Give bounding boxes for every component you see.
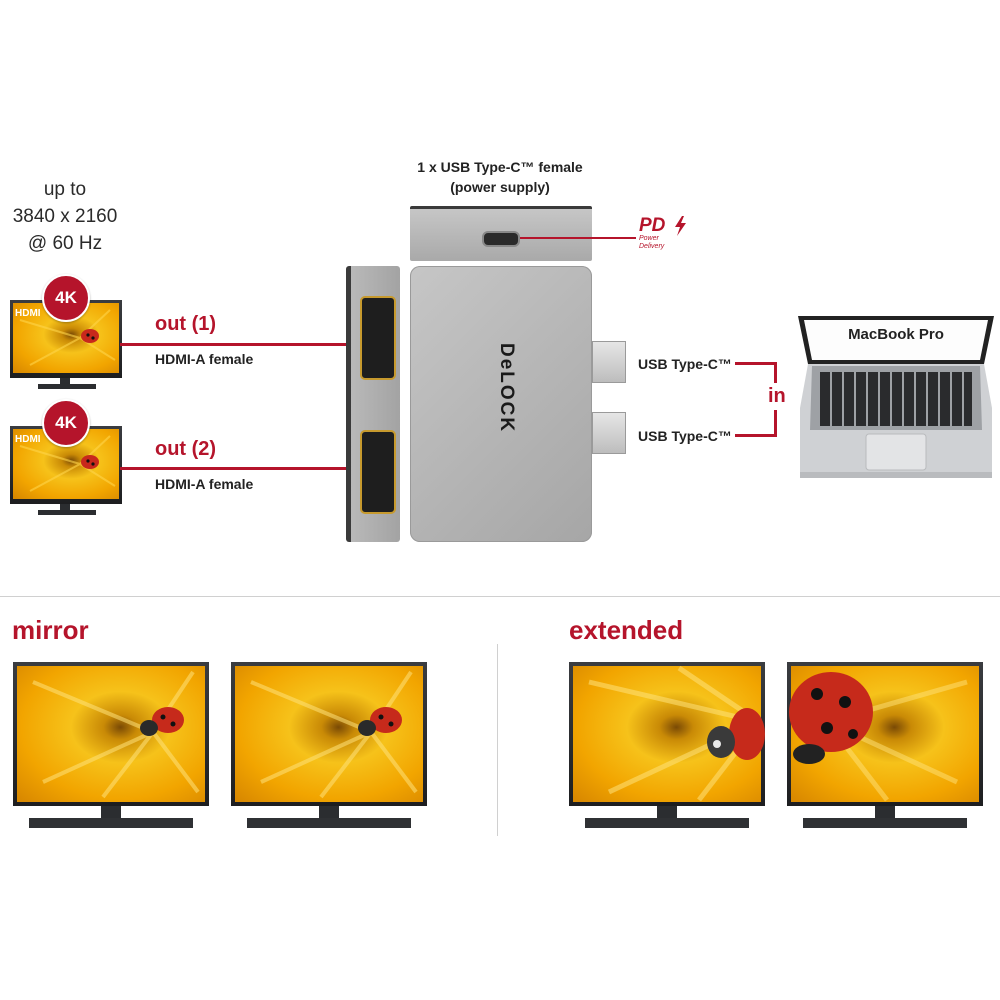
macbook-pro: MacBook Pro <box>796 316 996 480</box>
usb-c-plug-1 <box>592 341 626 383</box>
monitor-2-hdmi-label: HDMI <box>15 434 41 445</box>
extended-title: extended <box>569 615 684 645</box>
in-label: in <box>767 383 787 410</box>
resolution-line-1: up to <box>43 179 87 200</box>
mirror-monitor-2 <box>231 662 427 835</box>
mirror-title: mirror <box>12 615 89 645</box>
section-divider-vertical <box>497 644 498 836</box>
extended-monitor-2 <box>787 662 983 835</box>
resolution-line-2: 3840 x 2160 <box>12 206 118 227</box>
out-1-port-label: HDMI-A female <box>155 351 254 367</box>
pd-sub-1: Power <box>639 235 659 242</box>
mirror-monitor-2-graphic <box>231 662 427 828</box>
extended-monitor-1 <box>569 662 765 835</box>
mirror-monitor-1 <box>13 662 209 835</box>
out-2-label: out (2) <box>155 438 217 460</box>
usb-c-input-1-label: USB Type-C™ <box>638 356 732 372</box>
usb-c-plug-2 <box>592 412 626 454</box>
power-label-line-2: (power supply) <box>450 179 550 195</box>
power-supply-label: 1 x USB Type-C™ female (power supply) <box>400 157 600 197</box>
in-bracket-bottom <box>735 434 775 437</box>
out-1-connector-line <box>120 343 352 346</box>
pd-mark: PD <box>639 215 666 236</box>
usb-c-power-port <box>482 231 520 247</box>
delock-logo: DeLOCK <box>496 343 517 434</box>
pd-sub-2: Delivery <box>639 243 665 250</box>
section-divider-horizontal <box>0 596 1000 597</box>
usb-c-input-2-label: USB Type-C™ <box>638 428 732 444</box>
extended-monitor-2-graphic <box>787 662 983 828</box>
lightning-icon <box>673 216 687 241</box>
pd-connector-line <box>520 237 636 239</box>
keyboard <box>820 372 972 426</box>
out-2-connector-line <box>120 467 352 470</box>
hdmi-port-2 <box>360 430 396 514</box>
adapter-body <box>410 266 592 542</box>
mirror-monitor-1-graphic <box>13 662 209 828</box>
laptop-screen-label: MacBook Pro <box>848 326 944 343</box>
pd-logo: PD Power Delivery <box>639 216 699 256</box>
resolution-line-3: @ 60 Hz <box>27 233 103 254</box>
in-bracket-top <box>735 362 775 365</box>
out-1-label: out (1) <box>155 313 217 335</box>
extended-monitor-1-graphic <box>569 662 765 828</box>
hdmi-port-1 <box>360 296 396 380</box>
badge-4k-2: 4K <box>42 399 90 447</box>
monitor-1-hdmi-label: HDMI <box>15 308 41 319</box>
out-2-port-label: HDMI-A female <box>155 476 254 492</box>
resolution-info: up to 3840 x 2160 @ 60 Hz <box>0 176 130 257</box>
badge-4k-1: 4K <box>42 274 90 322</box>
power-label-line-1: 1 x USB Type-C™ female <box>417 159 583 175</box>
